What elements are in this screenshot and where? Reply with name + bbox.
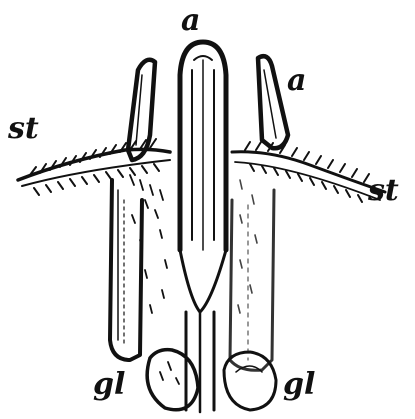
right-filament <box>230 190 274 370</box>
label-a-top: a <box>181 6 200 36</box>
label-a-right: a <box>287 66 306 96</box>
label-gl-left: gl <box>93 370 125 400</box>
left-gland <box>147 350 198 410</box>
label-gl-right: gl <box>283 370 315 400</box>
right-staminode <box>232 142 385 313</box>
left-staminode <box>18 139 170 313</box>
right-anther <box>258 56 288 148</box>
label-st-left: st <box>8 114 39 144</box>
label-st-right: st <box>368 176 399 206</box>
left-filament <box>110 180 142 360</box>
central-anther <box>180 42 226 312</box>
